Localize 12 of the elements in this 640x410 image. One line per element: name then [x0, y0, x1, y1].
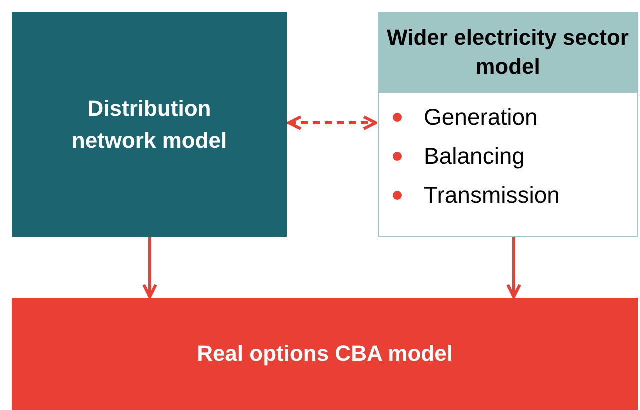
list-item: Balancing	[424, 142, 526, 170]
list-item: Generation	[424, 103, 538, 131]
list-item: Transmission	[424, 181, 560, 209]
sector-model-box	[378, 12, 638, 237]
arrow	[142, 237, 158, 298]
box-label: Distribution network model	[70, 94, 228, 154]
arrow	[506, 237, 522, 298]
model-box	[12, 12, 287, 237]
arrow	[288, 116, 378, 130]
box-heading: Wider electricity sector model	[386, 24, 630, 81]
box-label: Real options CBA model	[196, 340, 454, 368]
model-box	[12, 298, 638, 410]
